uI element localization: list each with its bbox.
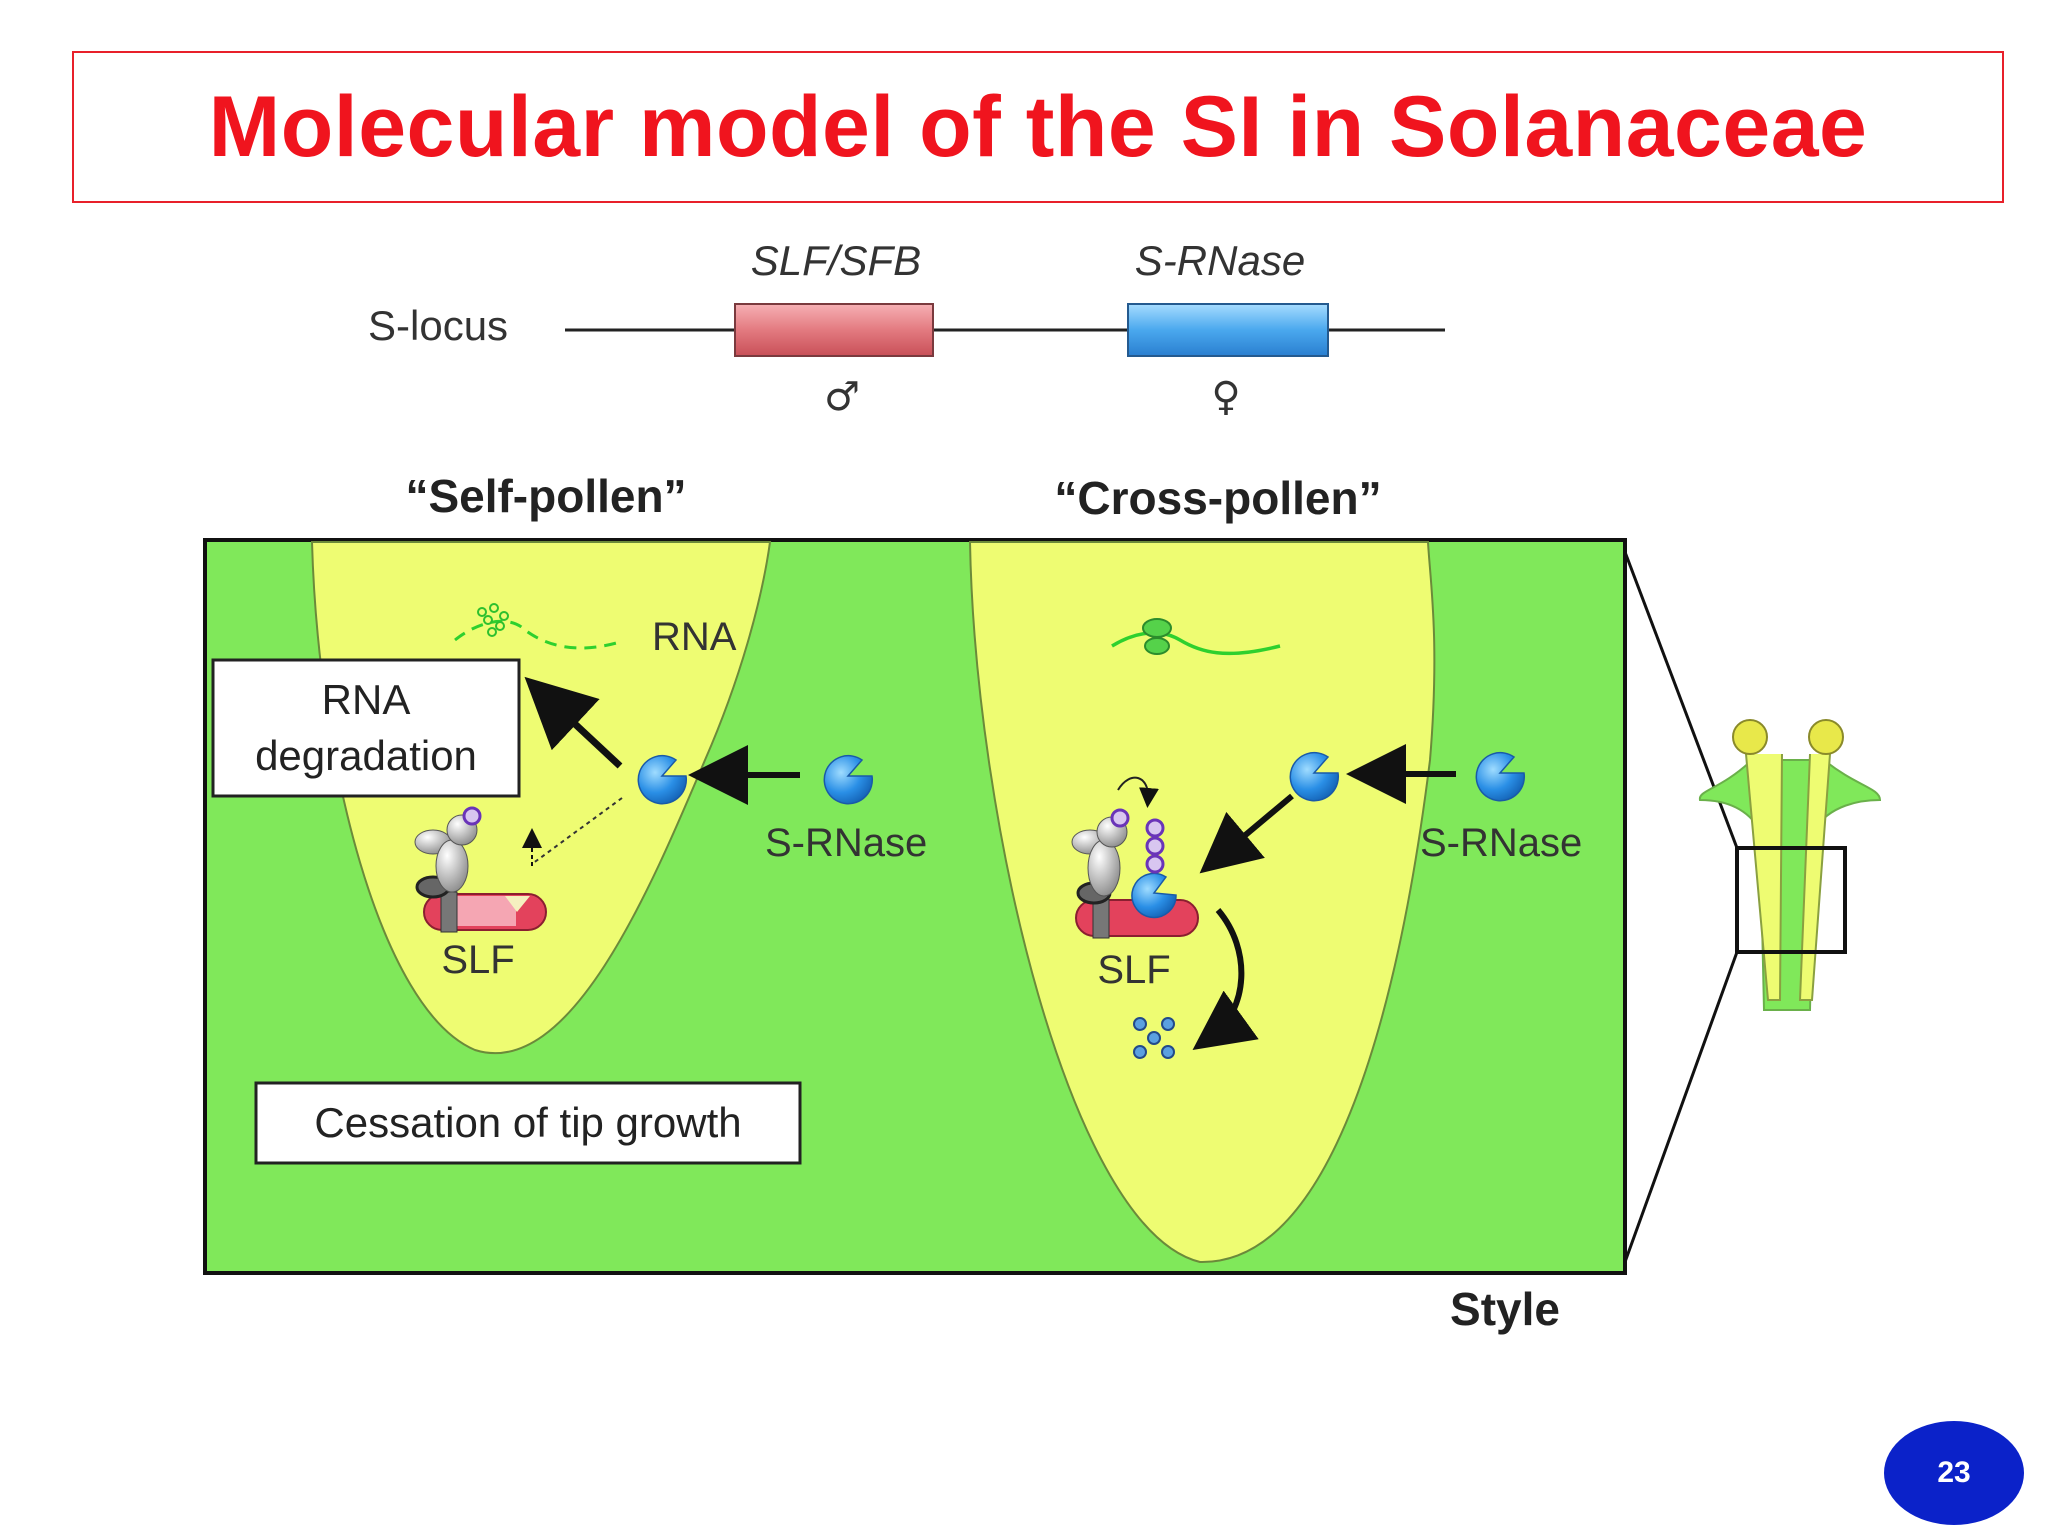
- degradation-arrow: [1192, 908, 1259, 1051]
- page-number: 23: [1937, 1456, 1971, 1489]
- female-symbol: ♀: [1211, 374, 1240, 420]
- page-title: Molecular model of the SI in Solanaceae: [208, 78, 1868, 175]
- ubiquitination-curl-arrow: [1117, 776, 1159, 808]
- srnase-inside-self: [637, 754, 688, 805]
- slf-sfb-label: SLF/SFB: [751, 237, 921, 284]
- slf-complex-self: [414, 806, 547, 933]
- pistil-illustration: [1698, 719, 1882, 1011]
- slf-label-cross: SLF: [1097, 948, 1170, 992]
- cross-pollen-heading: “Cross-pollen”: [1054, 472, 1381, 524]
- arrow-to-slf-cross: [1199, 793, 1294, 874]
- degraded-srnase-fragments: [1133, 1017, 1175, 1059]
- title-box: Molecular model of the SI in Solanaceae: [72, 51, 2004, 203]
- polyubiquitin-chain: [1145, 818, 1165, 874]
- cross-pollen-tube: [968, 541, 1436, 1264]
- page-number-badge: 23: [1884, 1421, 2024, 1525]
- rna-label: RNA: [652, 615, 737, 659]
- srnase-label-self: S-RNase: [765, 821, 927, 865]
- male-symbol: ♂: [824, 374, 860, 420]
- slf-sfb-gene: [734, 303, 934, 357]
- rna-degradation-line2: degradation: [255, 732, 477, 779]
- zoom-box: [1735, 846, 1847, 954]
- cessation-label: Cessation of tip growth: [314, 1099, 741, 1146]
- ribosome: [1142, 618, 1172, 655]
- s-locus-label: S-locus: [368, 302, 508, 349]
- cessation-box: [254, 1081, 802, 1165]
- stigma-left: [1732, 719, 1768, 755]
- arrow-to-degradation: [524, 676, 623, 769]
- zoom-line-bottom: [1623, 951, 1739, 1263]
- intact-rna-strand: [1111, 631, 1281, 656]
- srnase-label-cross: S-RNase: [1420, 821, 1582, 865]
- srnase-inside-cross: [1289, 751, 1340, 802]
- degraded-rna-strand: [454, 619, 621, 650]
- rna-degradation-box: [211, 658, 521, 798]
- s-rnase-gene-label: S-RNase: [1135, 237, 1305, 284]
- srnase-outside-self: [823, 754, 874, 805]
- self-pollen-heading: “Self-pollen”: [405, 470, 686, 522]
- srnase-outside-cross: [1475, 751, 1526, 802]
- stigma-right: [1808, 719, 1844, 755]
- degraded-rna-fragments: [477, 603, 509, 637]
- zoom-line-top: [1623, 551, 1739, 849]
- slf-label-self: SLF: [441, 938, 514, 982]
- dotted-inhibition-line: [531, 797, 623, 865]
- slf-complex-cross: [1071, 808, 1199, 939]
- style-label: Style: [1450, 1283, 1560, 1335]
- rna-degradation-line1: RNA: [322, 676, 411, 723]
- s-rnase-gene: [1127, 303, 1329, 357]
